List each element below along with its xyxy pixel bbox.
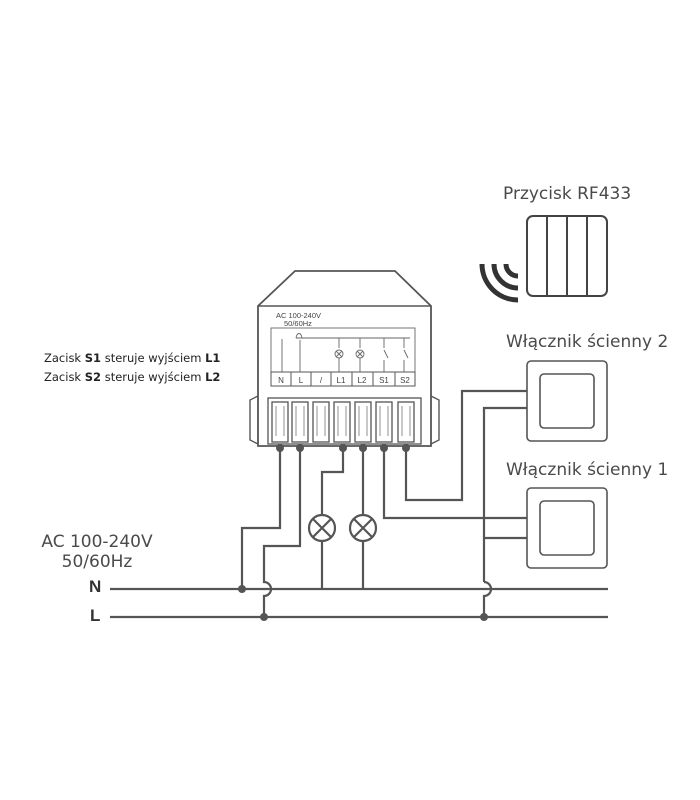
terminal-label-l: L bbox=[299, 376, 304, 385]
terminal-n bbox=[271, 401, 289, 443]
note-s1-term: S1 bbox=[84, 351, 102, 365]
module-rating-line2: 50/60Hz bbox=[284, 319, 312, 328]
note-s1: Zacisk S1 steruje wyjściem L1 bbox=[44, 351, 220, 365]
terminal-s2 bbox=[397, 401, 415, 443]
lamp-l1 bbox=[307, 513, 337, 543]
wire-switch2-common bbox=[482, 406, 527, 582]
terminal-label-s1: S1 bbox=[379, 376, 389, 385]
terminal-s1 bbox=[375, 401, 393, 443]
rf433-remote bbox=[526, 215, 608, 297]
terminal-blank bbox=[312, 401, 330, 443]
terminal-label-l1: L1 bbox=[337, 376, 346, 385]
terminal-l bbox=[291, 401, 309, 443]
wire-s2 bbox=[404, 389, 527, 502]
terminal-strip bbox=[270, 371, 416, 387]
note-s1-output: L1 bbox=[205, 351, 221, 365]
junctions bbox=[238, 585, 488, 621]
module-schematic bbox=[270, 327, 416, 375]
note-s1-prefix: Zacisk bbox=[44, 351, 85, 365]
note-s2-output: L2 bbox=[205, 370, 221, 384]
wire-s1 bbox=[382, 448, 527, 520]
terminal-l2 bbox=[354, 401, 372, 443]
note-s2-prefix: Zacisk bbox=[44, 370, 85, 384]
wireless-signal-icon bbox=[479, 263, 519, 303]
wire-l1 bbox=[320, 448, 345, 514]
note-s2: Zacisk S2 steruje wyjściem L2 bbox=[44, 370, 220, 384]
wire-n bbox=[240, 448, 282, 589]
terminal-labels: N L / L1 L2 S1 S2 bbox=[278, 376, 410, 385]
terminal-screws bbox=[276, 444, 410, 452]
terminal-label-n: N bbox=[278, 376, 284, 385]
note-s2-middle: steruje wyjściem bbox=[101, 370, 206, 384]
wall-switch-2 bbox=[526, 360, 608, 442]
terminal-label-l2: L2 bbox=[358, 376, 367, 385]
supply-frequency: 50/60Hz bbox=[61, 552, 133, 572]
junction-common bbox=[480, 613, 488, 621]
rails bbox=[110, 587, 608, 619]
junction-l bbox=[260, 613, 268, 621]
module-rating-line1: AC 100-240V bbox=[276, 311, 321, 320]
note-s2-term: S2 bbox=[84, 370, 102, 384]
switch1-label: Włącznik ścienny 1 bbox=[506, 460, 669, 480]
terminal-label-s2: S2 bbox=[400, 376, 410, 385]
supply-voltage: AC 100-240V bbox=[41, 532, 153, 552]
relay-module: AC 100-240V 50/60Hz N L / L1 L2 S1 S2 bbox=[249, 270, 440, 452]
rail-l-label: L bbox=[90, 606, 101, 625]
wire-l bbox=[262, 448, 302, 617]
note-s1-middle: steruje wyjściem bbox=[101, 351, 206, 365]
remote-label: Przycisk RF433 bbox=[503, 184, 632, 204]
supply-label: AC 100-240V 50/60Hz bbox=[38, 532, 156, 572]
terminal-label-blank: / bbox=[320, 376, 323, 385]
lamp-l2 bbox=[348, 513, 378, 543]
junction-n bbox=[238, 585, 246, 593]
wires bbox=[240, 389, 527, 617]
terminal-l1 bbox=[333, 401, 351, 443]
switch2-label: Włącznik ścienny 2 bbox=[506, 332, 669, 352]
wall-switch-1 bbox=[526, 487, 608, 569]
wire-common-hop bbox=[482, 580, 493, 617]
terminal-blocks bbox=[267, 397, 422, 445]
rail-n-label: N bbox=[89, 577, 102, 596]
